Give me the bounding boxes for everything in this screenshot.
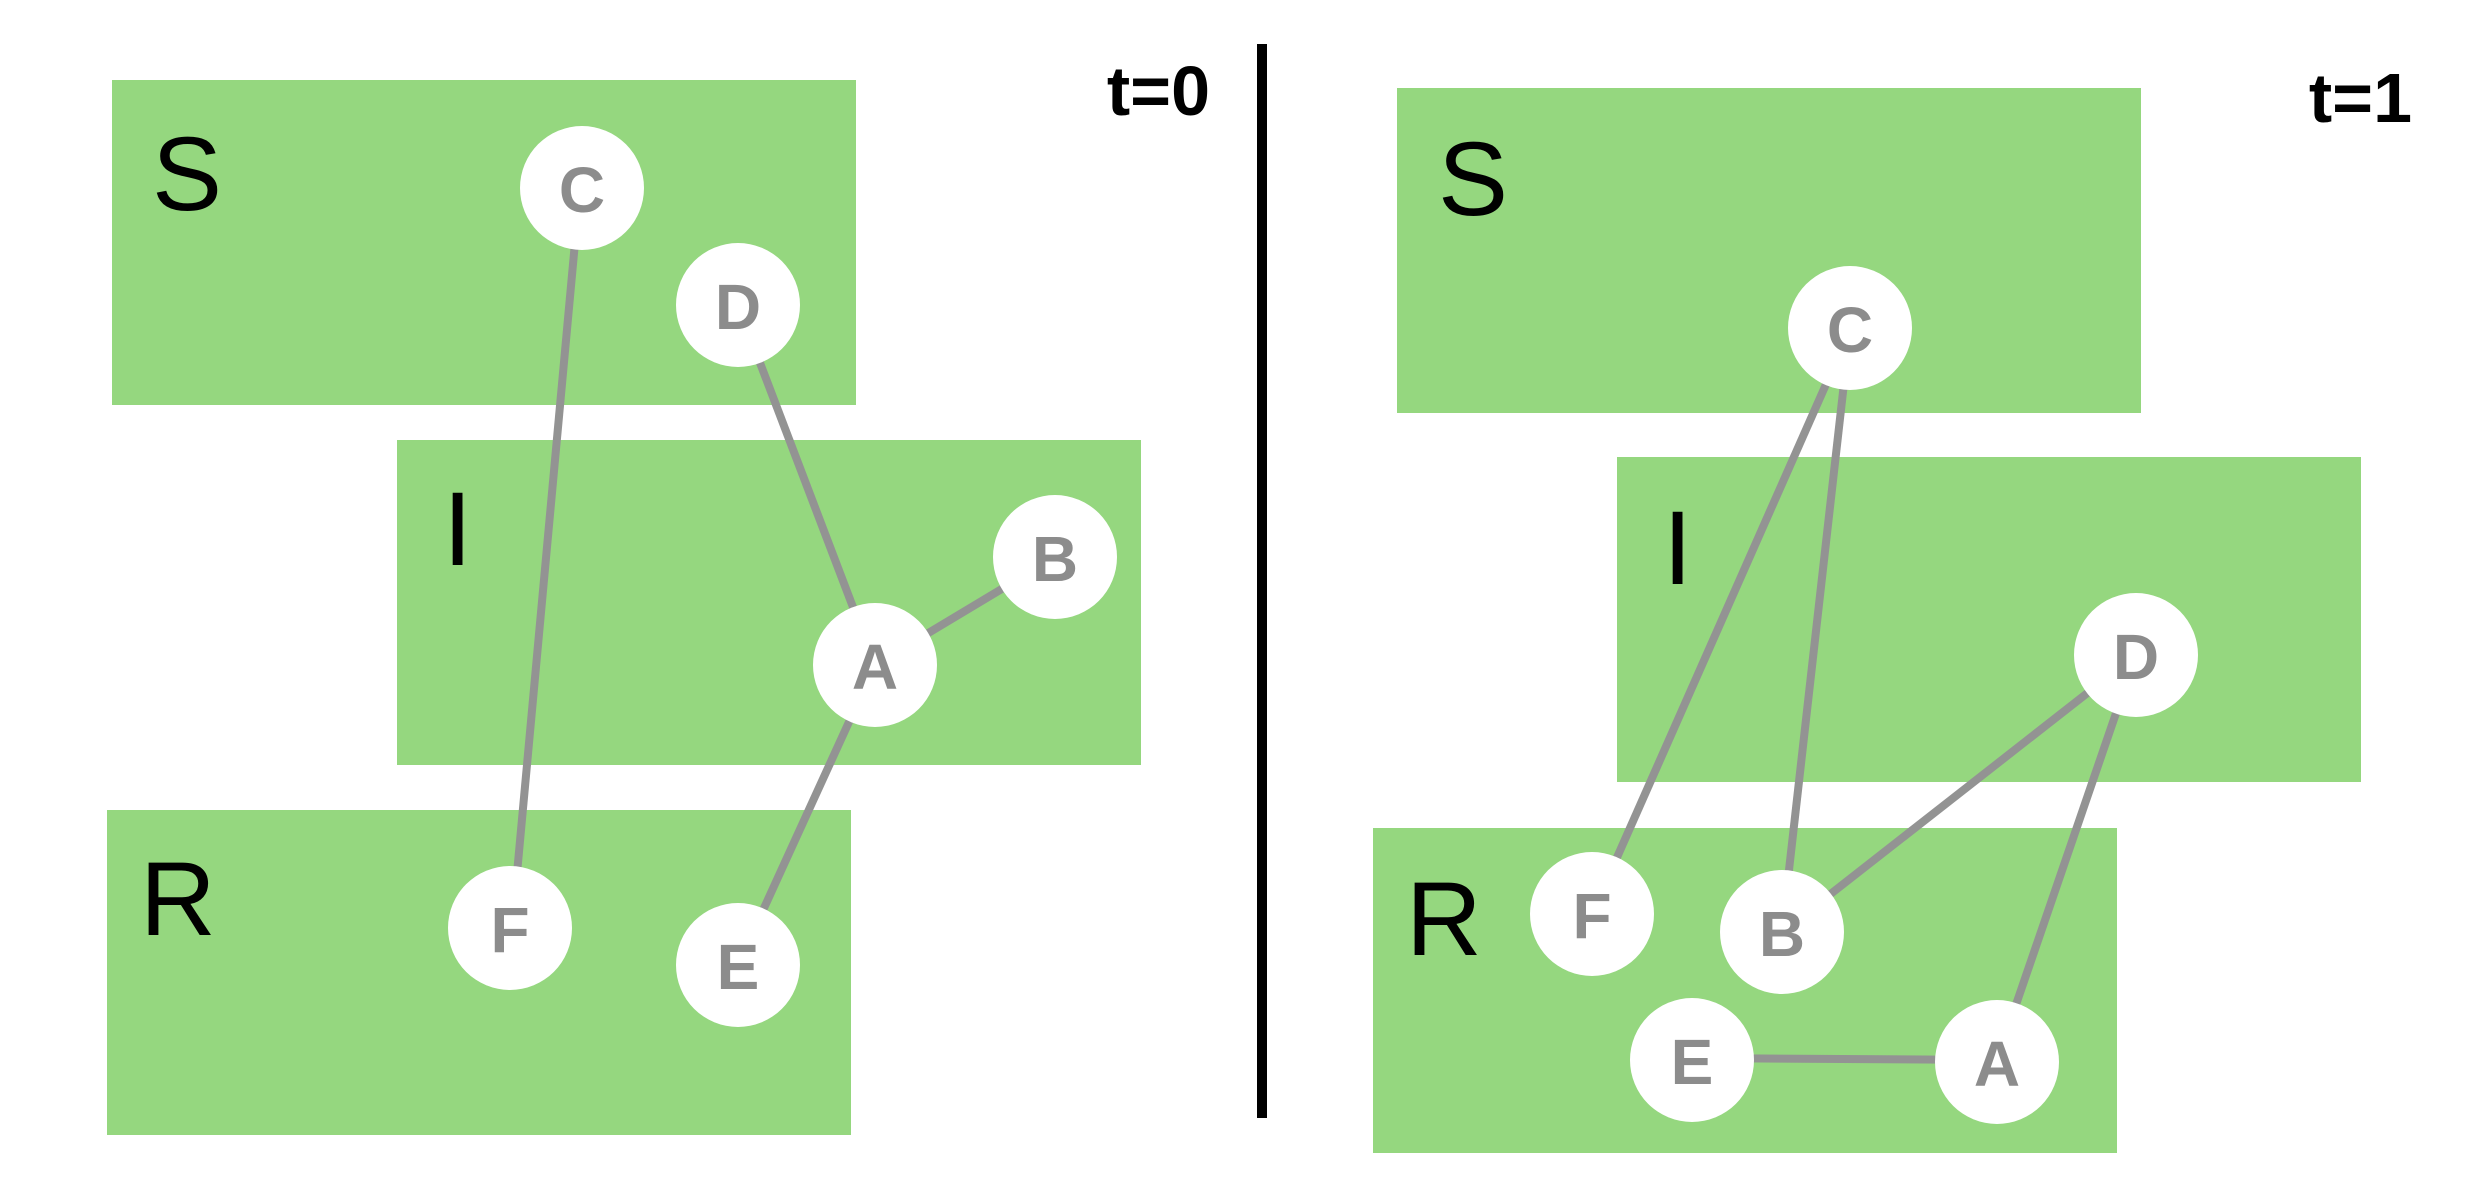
node-f-t1: F — [1530, 852, 1654, 976]
edge-c-f-t1 — [1588, 328, 1854, 916]
node-b-circle — [993, 495, 1117, 619]
compartment-i-box-t1 — [1617, 457, 2361, 782]
node-f-circle — [448, 866, 572, 990]
node-b-circle-t1 — [1720, 870, 1844, 994]
node-c-label: C — [559, 154, 605, 226]
node-d: D — [676, 243, 800, 367]
edge-d-b-t1 — [1779, 651, 2139, 936]
time-label-t0: t=0 — [1107, 52, 1210, 130]
node-f-label: F — [490, 894, 529, 966]
node-d-t1: D — [2074, 593, 2198, 717]
node-e-circle — [676, 903, 800, 1027]
node-d-circle — [676, 243, 800, 367]
node-b: B — [993, 495, 1117, 619]
compartment-s-label-t1: S — [1438, 121, 1508, 238]
node-e-circle-t1 — [1630, 998, 1754, 1122]
node-e-t1: E — [1630, 998, 1754, 1122]
node-d-label-t1: D — [2113, 621, 2159, 693]
node-f: F — [448, 866, 572, 990]
node-c-t1: C — [1788, 266, 1912, 390]
node-b-label-t1: B — [1759, 898, 1805, 970]
node-d-circle-t1 — [2074, 593, 2198, 717]
node-a-label-t1: A — [1974, 1028, 2020, 1100]
node-a-circle-t1 — [1935, 1000, 2059, 1124]
node-e: E — [676, 903, 800, 1027]
panel-t0: S I R t=0 C D B A F E — [107, 52, 1210, 1135]
compartment-s-box-t1 — [1397, 88, 2141, 413]
compartment-r-label: R — [140, 841, 216, 958]
node-f-label-t1: F — [1572, 880, 1611, 952]
node-e-label-t1: E — [1671, 1026, 1714, 1098]
time-label-t1: t=1 — [2309, 59, 2412, 137]
node-c-label-t1: C — [1827, 294, 1873, 366]
node-c: C — [520, 126, 644, 250]
compartment-i-label-t1: I — [1663, 490, 1692, 607]
node-d-label: D — [715, 271, 761, 343]
edge-d-a-t1 — [1993, 653, 2140, 1062]
edge-d-a — [734, 303, 879, 667]
edge-c-f — [508, 187, 584, 929]
panel-t1: S I R t=1 C D F B E A — [1373, 59, 2412, 1153]
node-c-circle-t1 — [1788, 266, 1912, 390]
node-a: A — [813, 603, 937, 727]
compartment-i-label: I — [443, 471, 472, 588]
compartment-r-label-t1: R — [1406, 861, 1482, 978]
node-b-t1: B — [1720, 870, 1844, 994]
node-b-label: B — [1032, 523, 1078, 595]
node-c-circle — [520, 126, 644, 250]
node-a-label: A — [852, 631, 898, 703]
node-a-t1: A — [1935, 1000, 2059, 1124]
node-e-label: E — [717, 931, 760, 1003]
node-f-circle-t1 — [1530, 852, 1654, 976]
compartment-s-label: S — [152, 116, 222, 233]
node-a-circle — [813, 603, 937, 727]
edge-c-b-t1 — [1778, 329, 1854, 933]
